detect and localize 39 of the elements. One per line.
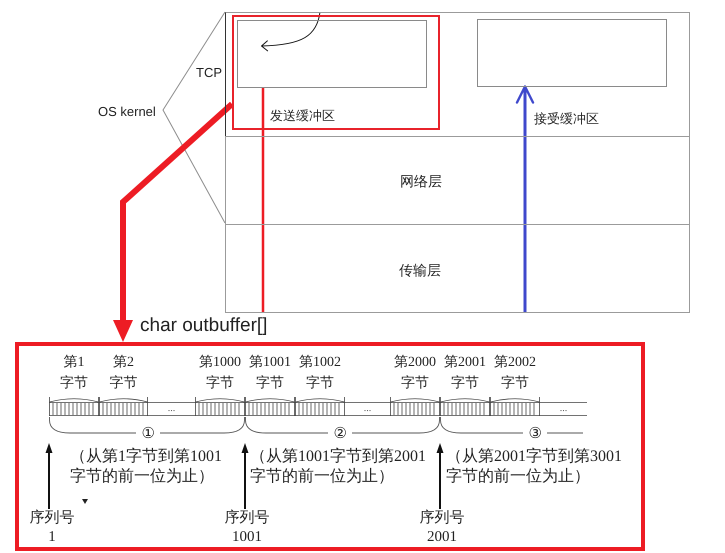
range-note: （从第1字节到第1001字节的前一位为止） [70, 447, 223, 487]
byte-label: 第1001字节 [248, 354, 292, 393]
code-label: char outbuffer[] [140, 315, 268, 337]
line [262, 225, 264, 313]
side-label: OS kernel [98, 104, 156, 120]
curved-arrow [261, 12, 320, 52]
range-note: （从第1001字节到第2001字节的前一位为止） [250, 447, 427, 487]
arrow [242, 443, 248, 509]
byte-label: 第2000字节 [393, 354, 437, 393]
line [262, 88, 264, 225]
thick-arrow [113, 102, 234, 342]
arrow [516, 85, 534, 225]
layer-box [225, 136, 690, 225]
byte-label: 第1字节 [59, 354, 89, 393]
buffer-label: 发送缓冲区 [270, 108, 335, 123]
sequence-label: 序列号1001 [223, 509, 271, 547]
layer-label: 网络层 [400, 173, 442, 189]
byte-label: 第2002字节 [493, 354, 537, 393]
sequence-label: 序列号1 [28, 509, 76, 547]
arrow [436, 443, 444, 509]
circled-number: ① [142, 425, 154, 443]
sequence-label: 序列号2001 [418, 509, 466, 547]
line [524, 225, 526, 313]
highlight-box [232, 15, 440, 130]
ellipsis: ... [364, 403, 372, 414]
ellipsis: ... [168, 403, 176, 414]
byte-label: 第2001字节 [443, 354, 487, 393]
range-note: （从第2001字节到第3001字节的前一位为止） [446, 447, 623, 487]
circled-number: ③ [528, 425, 542, 443]
arrow [46, 443, 52, 509]
layer-label: TCP [196, 65, 222, 80]
layer-box [225, 224, 690, 313]
ellipsis: ... [560, 403, 568, 414]
buffer-label: 接受缓冲区 [534, 111, 599, 126]
byte-label: 第2字节 [108, 354, 138, 393]
layer-label: 传输层 [399, 262, 441, 278]
circled-number: ② [334, 425, 346, 443]
byte-label: 第1002字节 [298, 354, 342, 393]
byte-label: 第1000字节 [198, 354, 242, 393]
